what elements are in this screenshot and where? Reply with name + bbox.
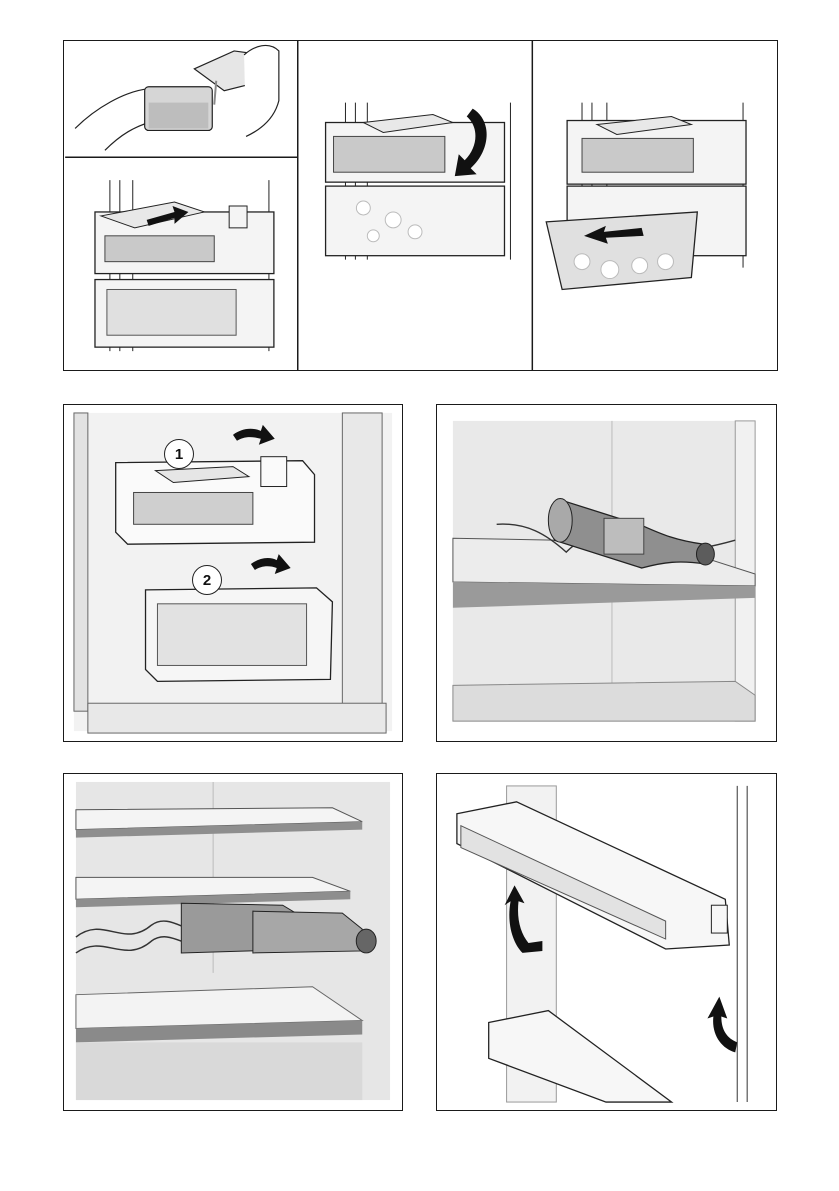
remove-ice-unit-illustration [64, 405, 402, 741]
bottle-rack-panel [436, 404, 777, 742]
door-shelf-panel [436, 773, 777, 1111]
callout-step-2: 2 [192, 565, 222, 595]
ice-maker-steps-illustration [64, 41, 777, 370]
door-shelf-illustration [437, 774, 776, 1110]
ice-maker-steps-panel [63, 40, 778, 371]
fill-ice-tray-figure [75, 45, 279, 150]
twist-ice-lever-figure [326, 103, 511, 260]
insert-ice-tray-figure [95, 180, 274, 351]
pull-ice-drawer-figure [546, 103, 746, 290]
wine-shelf-illustration [64, 774, 402, 1110]
bottle-rack-illustration [437, 405, 776, 741]
callout-step-1: 1 [164, 439, 194, 469]
remove-ice-unit-panel: 1 2 [63, 404, 403, 742]
door-shelf-upper [457, 802, 729, 949]
wine-shelf-panel [63, 773, 403, 1111]
lift-arrow-right [707, 997, 737, 1053]
